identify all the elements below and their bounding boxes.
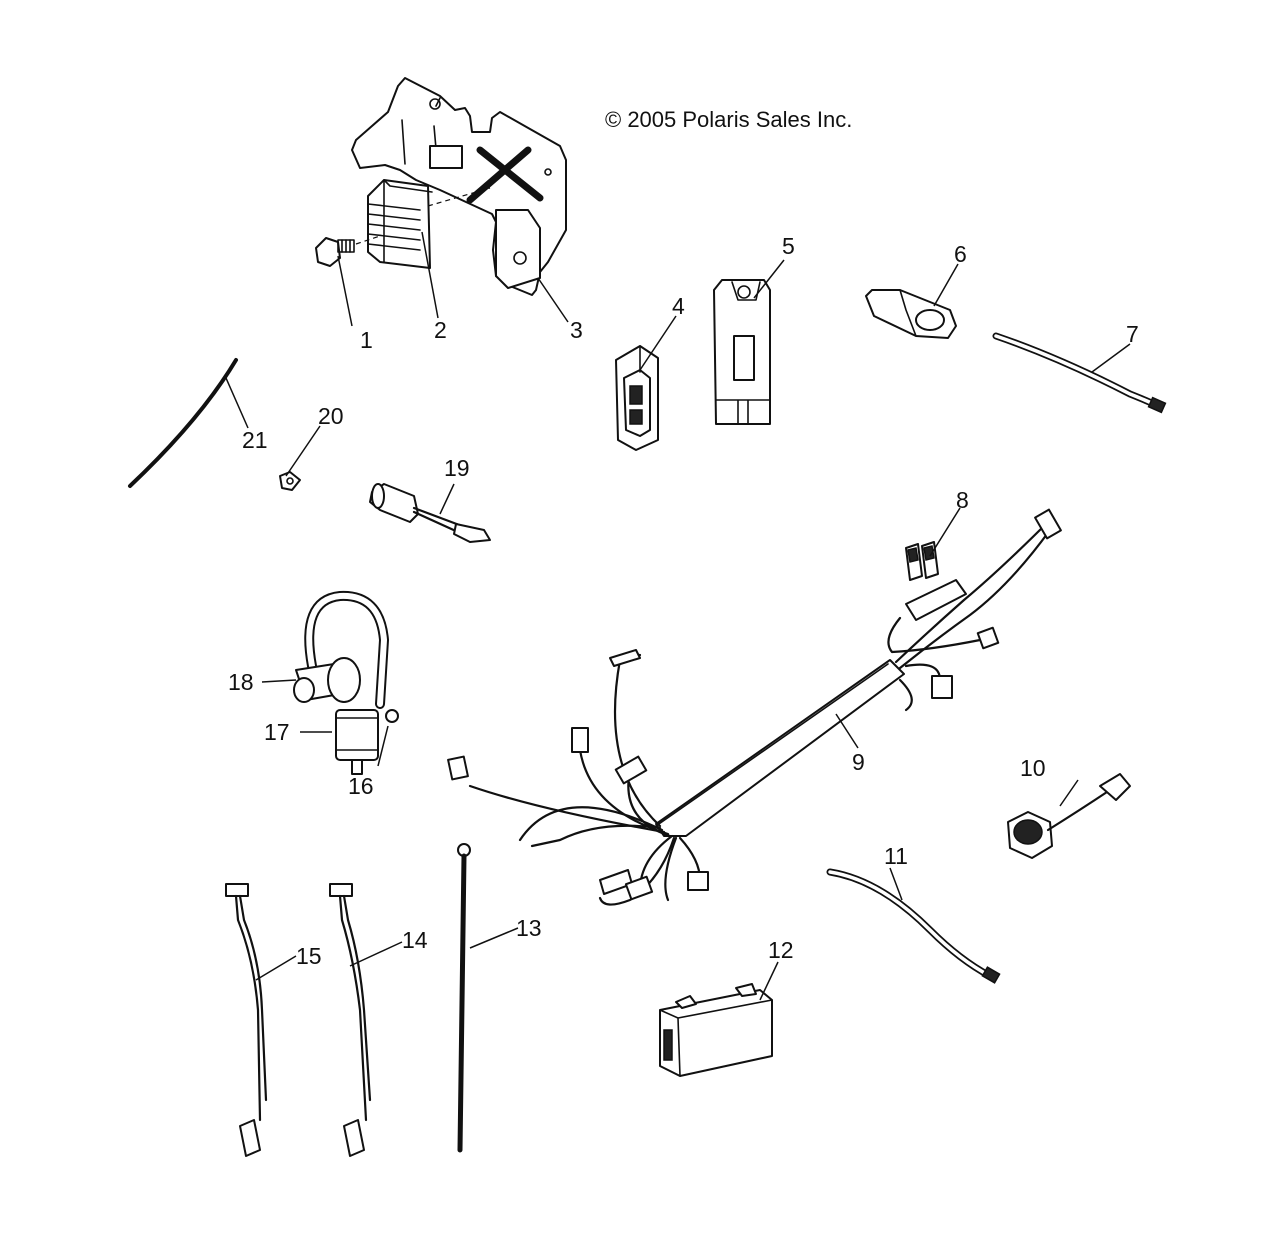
- callout-17: 17: [264, 719, 290, 745]
- callout-7: 7: [1126, 321, 1139, 347]
- part-2-voltage-regulator[interactable]: [367, 179, 433, 269]
- part-21-wire[interactable]: [128, 358, 238, 488]
- part-12-battery[interactable]: [659, 983, 773, 1077]
- part-8-fuses[interactable]: [905, 541, 939, 581]
- callout-5: 5: [782, 233, 795, 259]
- callout-18: 18: [228, 669, 254, 695]
- callout-4: 4: [672, 293, 685, 319]
- part-9-wiring-harness[interactable]: [447, 508, 1062, 906]
- part-6-relay[interactable]: [865, 289, 957, 339]
- part-20-clip[interactable]: [279, 471, 301, 491]
- part-13-ground-cable[interactable]: [457, 843, 471, 1153]
- part-15-lead[interactable]: [225, 883, 268, 1157]
- callout-2: 2: [434, 317, 447, 343]
- part-18-spark-plug-cap[interactable]: [293, 590, 389, 709]
- part-5-cdi-box[interactable]: [713, 279, 771, 425]
- part-3-mounting-bracket[interactable]: [351, 77, 567, 296]
- callout-15: 15: [296, 943, 322, 969]
- callout-11: 11: [884, 843, 908, 869]
- callout-14: 14: [402, 927, 428, 953]
- callout-10: 10: [1020, 755, 1046, 781]
- callout-9: 9: [852, 749, 865, 775]
- callout-19: 19: [444, 455, 470, 481]
- part-1-bolt[interactable]: [315, 237, 355, 267]
- callout-12: 12: [768, 937, 794, 963]
- part-7-cable[interactable]: [992, 332, 1167, 414]
- part-11-cable[interactable]: [826, 868, 1001, 984]
- part-4-switch[interactable]: [615, 345, 659, 451]
- copyright-notice: © 2005 Polaris Sales Inc.: [605, 107, 852, 132]
- part-16-screw[interactable]: [385, 709, 399, 723]
- callout-8: 8: [956, 487, 969, 513]
- part-19-switch-lead[interactable]: [369, 483, 491, 543]
- callout-6: 6: [954, 241, 967, 267]
- callout-20: 20: [318, 403, 344, 429]
- part-10-sensor[interactable]: [1007, 773, 1131, 859]
- callout-16: 16: [348, 773, 374, 799]
- part-17-ignition-coil[interactable]: [335, 709, 379, 775]
- part-14-lead[interactable]: [329, 883, 372, 1157]
- callout-13: 13: [516, 915, 542, 941]
- callout-3: 3: [570, 317, 583, 343]
- callout-1: 1: [360, 327, 373, 353]
- callout-21: 21: [242, 427, 268, 453]
